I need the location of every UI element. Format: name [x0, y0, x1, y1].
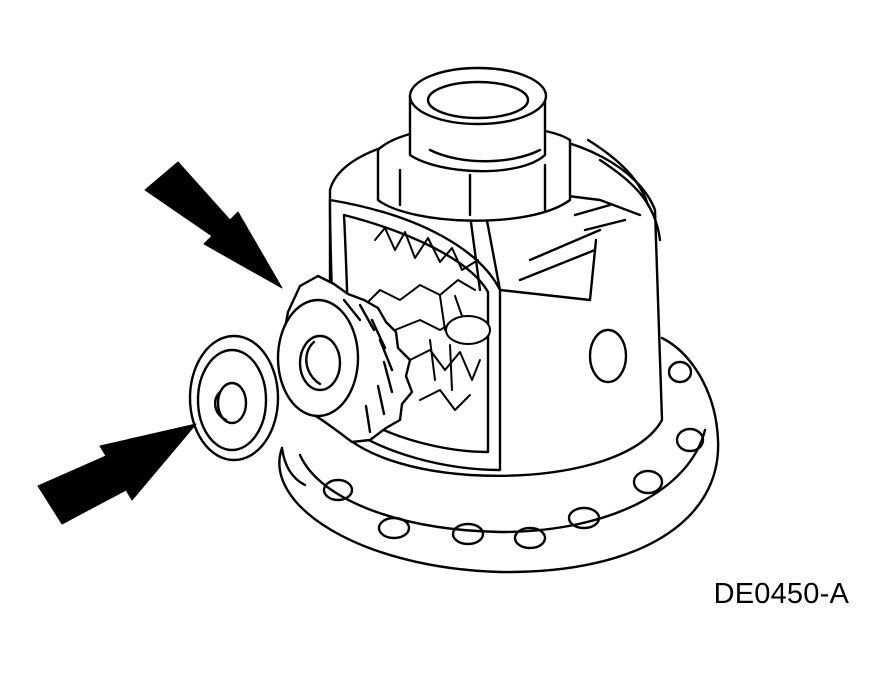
- arrow-pointing-gear: [144, 161, 283, 289]
- arrow-pointing-washer: [37, 423, 197, 525]
- case-body: [328, 130, 664, 477]
- figure-id-label: DE0450-A: [713, 578, 849, 610]
- internal-side-gear: [359, 227, 491, 411]
- thrust-washer: [188, 334, 280, 462]
- flange-bolt-holes: [322, 360, 705, 550]
- pinion-gear: [276, 274, 414, 444]
- case-hub: [376, 66, 572, 222]
- case-side-hole: [588, 328, 628, 384]
